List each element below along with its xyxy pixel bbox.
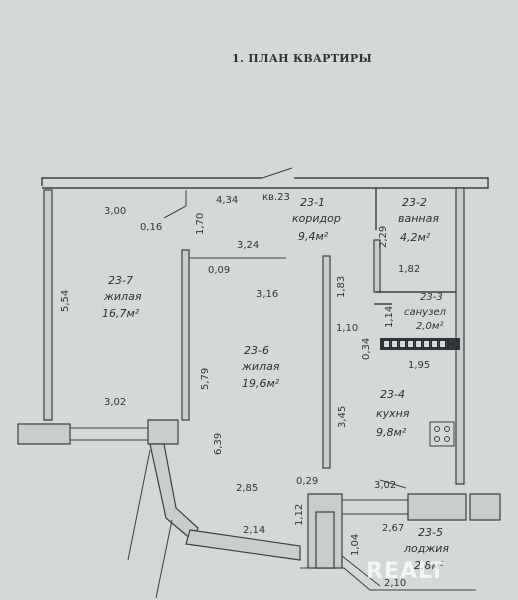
dim-5-79: 5,79: [200, 368, 211, 390]
room-id: 23-3: [420, 292, 443, 303]
room-name: лоджия: [403, 542, 449, 555]
room-area: 9,4м²: [298, 230, 329, 243]
room-23-5: 23-5 лоджия 2,8м²: [403, 526, 449, 572]
room-area: 2,8м²: [414, 559, 445, 572]
room-23-4: 23-4 кухня 9,8м²: [376, 388, 410, 439]
dim-2-67: 2,67: [382, 523, 404, 534]
dim-3-02-left: 3,02: [104, 397, 126, 408]
wall-23-7-23-6: [181, 249, 190, 421]
dim-0-16: 0,16: [140, 222, 162, 233]
corridor-wall: [322, 255, 331, 469]
room-id: 23-4: [380, 388, 405, 401]
room-23-7: 23-7 жилая 16,7м²: [102, 274, 142, 320]
room-area: 4,2м²: [400, 231, 431, 244]
dim-1-14: 1,14: [384, 306, 395, 328]
plan-title: 1. ПЛАН КВАРТИРЫ: [232, 52, 372, 65]
dim-6-39: 6,39: [213, 433, 224, 455]
left-window: [70, 427, 148, 441]
angled-wall: [149, 443, 199, 541]
room-id: 23-1: [300, 196, 325, 209]
dim-3-16: 3,16: [256, 289, 278, 300]
loggia-left-wall: [185, 529, 301, 561]
room-name: ванная: [398, 212, 439, 225]
kitchen-door: [379, 479, 407, 489]
dim-2-85: 2,85: [236, 483, 258, 494]
room-name: кухня: [376, 407, 410, 420]
dim-2-14: 2,14: [243, 525, 265, 536]
entry-door: [261, 167, 293, 179]
dim-0-09: 0,09: [208, 265, 230, 276]
door-23-7: [163, 190, 187, 219]
realt-watermark: REALT: [366, 559, 445, 584]
right-outer-block: [469, 493, 501, 521]
stove-icon: [429, 421, 455, 447]
room-id: 23-5: [418, 526, 443, 539]
dim-2-29: 2,29: [378, 226, 389, 248]
dim-2-10: 2,10: [384, 578, 406, 589]
dim-0-29: 0,29: [296, 476, 318, 487]
room-area: 16,7м²: [102, 307, 140, 320]
room-23-1: 23-1 коридор 9,4м²: [292, 196, 341, 243]
dim-1-10: 1,10: [336, 323, 358, 334]
dim-1-04: 1,04: [350, 534, 361, 556]
dimensions: 3,00 0,16 4,34 3,24 0,09 3,16 1,82 1,10 …: [60, 195, 430, 589]
room-name: коридор: [292, 212, 341, 225]
room-area: 19,6м²: [242, 377, 280, 390]
dim-5-54: 5,54: [60, 290, 71, 312]
right-window-block: [407, 493, 467, 521]
room-23-6: 23-6 жилая 19,6м²: [241, 344, 280, 390]
dim-3-02-right: 3,02: [374, 480, 396, 491]
dim-1-70: 1,70: [195, 213, 206, 235]
kitchen-window: [342, 499, 408, 515]
room-id: 23-7: [108, 274, 133, 287]
dim-3-00: 3,00: [104, 206, 126, 217]
left-wall: [43, 189, 53, 421]
room-area: 9,8м²: [376, 426, 407, 439]
left-window-block: [17, 423, 71, 445]
loggia-outline: [300, 555, 476, 591]
dim-1-95: 1,95: [408, 360, 430, 371]
left-column: [147, 419, 179, 445]
room-name: жилая: [103, 290, 142, 303]
top-wall: [41, 177, 489, 189]
dim-1-82: 1,82: [398, 264, 420, 275]
room-23-2: 23-2 ванная 4,2м²: [398, 196, 439, 244]
right-wall: [455, 187, 465, 485]
room-id: 23-2: [402, 196, 427, 209]
room-id: 23-6: [244, 344, 269, 357]
loggia-edge: [127, 449, 173, 599]
dim-3-45: 3,45: [337, 406, 348, 428]
room-name: санузел: [404, 307, 447, 318]
center-column-inner: [315, 511, 335, 569]
room-name: жилая: [241, 360, 280, 373]
room-23-3: 23-3 санузел 2,0м²: [404, 292, 447, 332]
dim-1-83: 1,83: [336, 276, 347, 298]
dim-3-24: 3,24: [237, 240, 259, 251]
apartment-number: кв.23: [262, 192, 290, 203]
dim-0-34: 0,34: [361, 338, 372, 360]
dim-1-12: 1,12: [294, 504, 305, 526]
room-area: 2,0м²: [416, 321, 443, 332]
dim-4-34: 4,34: [216, 195, 238, 206]
